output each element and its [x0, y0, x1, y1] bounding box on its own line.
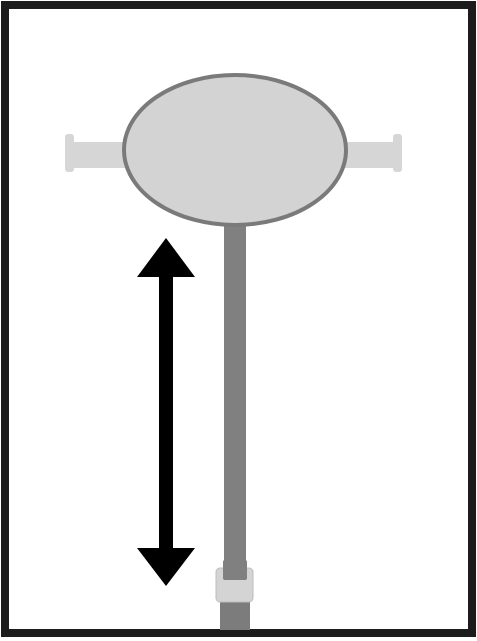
shaft-base — [220, 598, 250, 630]
left-handle — [65, 134, 132, 172]
arrow-head-up — [137, 238, 195, 277]
shaft-clip — [215, 560, 254, 603]
vertical-double-arrow — [137, 238, 195, 586]
arrow-head-down — [137, 548, 195, 586]
vertical-shaft — [224, 222, 246, 582]
oval-head — [122, 73, 348, 227]
right-handle — [340, 134, 402, 172]
